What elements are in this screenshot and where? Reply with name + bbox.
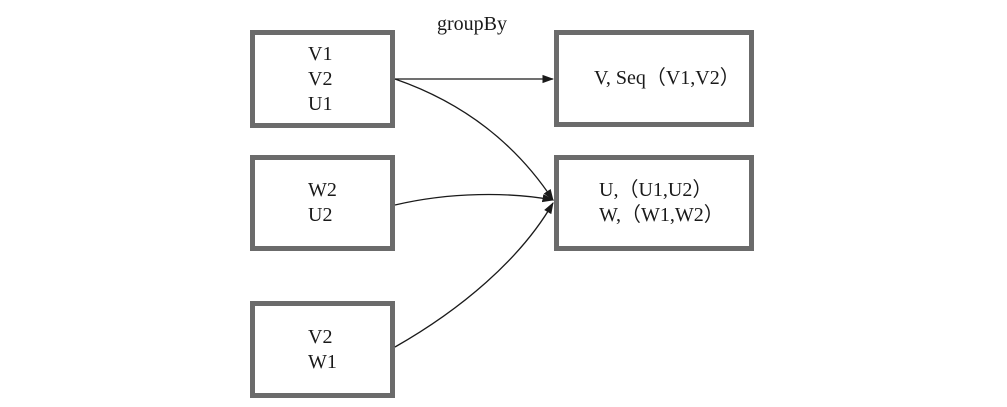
- groupby-label: groupBy: [437, 13, 507, 35]
- source-box-2: W2 U2: [250, 155, 395, 251]
- result-box-1: V, Seq（V1,V2）: [554, 30, 754, 127]
- arrow-box3-to-result2: [394, 201, 554, 348]
- arrow-box2-to-result2: [394, 193, 555, 206]
- result-box-2: U,（U1,U2） W,（W1,W2）: [554, 155, 754, 251]
- source-3-line-1: V2: [308, 325, 333, 348]
- result-1-line-1: V, Seq（V1,V2）: [594, 67, 740, 89]
- source-2-line-2: U2: [308, 204, 333, 226]
- result-2-line-2: W,（W1,W2）: [599, 204, 724, 226]
- arrow-box1-to-result2: [394, 78, 554, 201]
- source-1-line-2: V2: [308, 67, 333, 90]
- source-box-1: V1 V2 U1: [250, 30, 395, 128]
- source-3-line-2: W1: [308, 350, 337, 373]
- source-1-line-3: U1: [308, 92, 333, 115]
- source-1-line-1: V1: [308, 42, 333, 65]
- source-2-line-1: W2: [308, 179, 337, 201]
- source-box-3: V2 W1: [250, 301, 395, 398]
- result-2-line-1: U,（U1,U2）: [599, 179, 713, 201]
